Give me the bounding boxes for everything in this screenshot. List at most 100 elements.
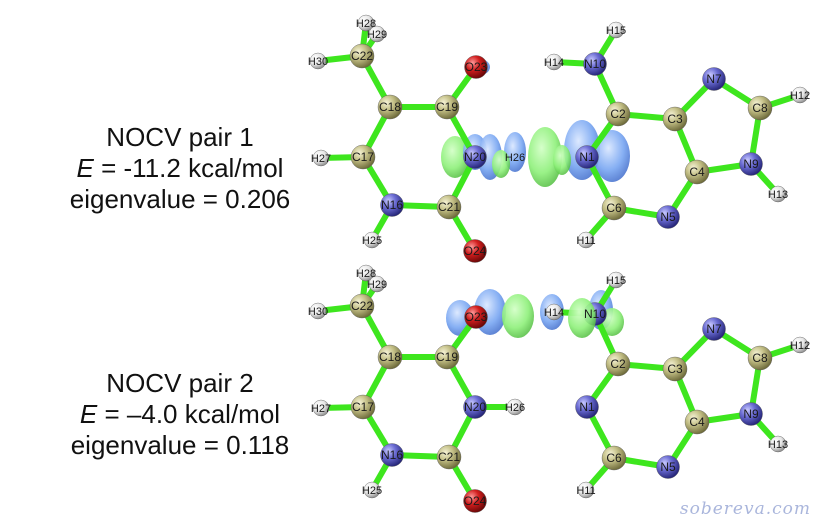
atom-h12 [791, 86, 809, 104]
watermark: sobereva.com [679, 499, 811, 519]
atom-h15 [607, 271, 625, 289]
atom-label-h27: H27 [311, 153, 331, 165]
atom-o24 [463, 239, 487, 263]
atom-label-c18: C18 [379, 350, 401, 364]
atom-label-h13: H13 [768, 439, 788, 451]
nocv-lobe-1-green [492, 150, 510, 178]
atom-label-c2: C2 [610, 107, 626, 121]
atom-c6 [601, 195, 627, 221]
atom-o24 [463, 489, 487, 513]
atom-c6 [601, 445, 627, 471]
atom-label-o24: O24 [464, 494, 487, 508]
atom-n20 [463, 145, 487, 169]
atom-label-h28: H28 [356, 18, 376, 30]
atom-h13 [769, 435, 787, 453]
pair-2-title: NOCV pair 2 [106, 368, 254, 398]
atom-h28 [357, 264, 375, 282]
atom-label-n7: N7 [706, 322, 722, 336]
atom-label-h30: H30 [308, 56, 328, 68]
atom-label-c4: C4 [689, 165, 705, 179]
atom-label-c4: C4 [689, 415, 705, 429]
atom-label-n16: N16 [381, 198, 403, 212]
atom-label-n10: N10 [584, 57, 606, 71]
atom-label-h11: H11 [576, 485, 595, 497]
atom-label-n9: N9 [743, 157, 759, 171]
atom-label-c21: C21 [438, 450, 460, 464]
atom-h28 [357, 14, 375, 32]
atom-label-n10: N10 [584, 307, 606, 321]
nocv-lobe-2-green [502, 294, 534, 338]
atom-label-h11: H11 [576, 235, 595, 247]
atom-c2 [605, 101, 631, 127]
atom-n5 [656, 205, 680, 229]
atom-label-c19: C19 [436, 350, 458, 364]
atom-label-c19: C19 [436, 100, 458, 114]
atom-o23 [464, 305, 488, 329]
atom-n5 [656, 455, 680, 479]
nocv-pair-1-caption: NOCV pair 1 E = -11.2 kcal/mol eigenvalu… [30, 122, 330, 215]
atom-n7 [702, 67, 726, 91]
atom-c2 [605, 351, 631, 377]
atom-c8 [747, 95, 773, 121]
atom-h14 [545, 303, 563, 321]
atom-label-c2: C2 [610, 357, 626, 371]
pair-1-energy: E = -11.2 kcal/mol [30, 153, 330, 184]
nocv-pair-2-caption: NOCV pair 2 E = –4.0 kcal/mol eigenvalue… [30, 368, 330, 461]
atom-label-h26: H26 [505, 402, 525, 414]
atom-label-c17: C17 [352, 150, 374, 164]
atom-label-c8: C8 [752, 101, 768, 115]
atom-label-h27: H27 [311, 403, 331, 415]
atom-n16 [380, 193, 404, 217]
atom-label-o24: O24 [464, 244, 487, 258]
atom-c4 [684, 159, 710, 185]
atom-c3 [662, 356, 688, 382]
atom-label-c22: C22 [351, 49, 373, 63]
atom-label-h29: H29 [367, 29, 387, 41]
atom-label-h28: H28 [356, 268, 376, 280]
atom-label-n1: N1 [579, 400, 595, 414]
atom-h29 [368, 275, 386, 293]
atom-label-h13: H13 [768, 189, 788, 201]
atom-label-h25: H25 [362, 485, 382, 497]
atom-h30 [309, 302, 327, 320]
atom-label-h25: H25 [362, 235, 382, 247]
atom-n9 [739, 152, 763, 176]
atom-h27 [312, 149, 330, 167]
atom-h14 [545, 53, 563, 71]
atom-h25 [363, 231, 381, 249]
atom-n1 [575, 395, 599, 419]
atom-c18 [377, 94, 403, 120]
atom-h25 [363, 481, 381, 499]
atom-h30 [309, 52, 327, 70]
atom-label-n5: N5 [660, 210, 676, 224]
atom-o23 [464, 55, 488, 79]
pair-1-energy-value: = -11.2 kcal/mol [93, 153, 284, 183]
atom-c8 [747, 345, 773, 371]
atom-label-h30: H30 [308, 306, 328, 318]
atom-label-c21: C21 [438, 200, 460, 214]
atom-n7 [702, 317, 726, 341]
pair-2-energy-value: = –4.0 kcal/mol [97, 399, 281, 429]
atom-h13 [769, 185, 787, 203]
atom-label-c3: C3 [667, 112, 683, 126]
atom-label-c6: C6 [606, 201, 622, 215]
atom-label-c22: C22 [351, 299, 373, 313]
atom-c22 [349, 293, 375, 319]
atom-label-c8: C8 [752, 351, 768, 365]
atom-c18 [377, 344, 403, 370]
atom-c4 [684, 409, 710, 435]
atom-label-c3: C3 [667, 362, 683, 376]
pair-1-title: NOCV pair 1 [106, 122, 254, 152]
atom-label-n20: N20 [464, 150, 486, 164]
pair-2-energy: E = –4.0 kcal/mol [30, 399, 330, 430]
atom-c21 [436, 194, 462, 220]
atom-h27 [312, 399, 330, 417]
atom-label-n7: N7 [706, 72, 722, 86]
atom-c3 [662, 106, 688, 132]
atom-c19 [434, 344, 460, 370]
atom-label-h14: H14 [544, 307, 564, 319]
nocv-lobe-1-blue [594, 130, 630, 182]
pair-2-energy-symbol: E [79, 399, 98, 429]
atom-c21 [436, 444, 462, 470]
